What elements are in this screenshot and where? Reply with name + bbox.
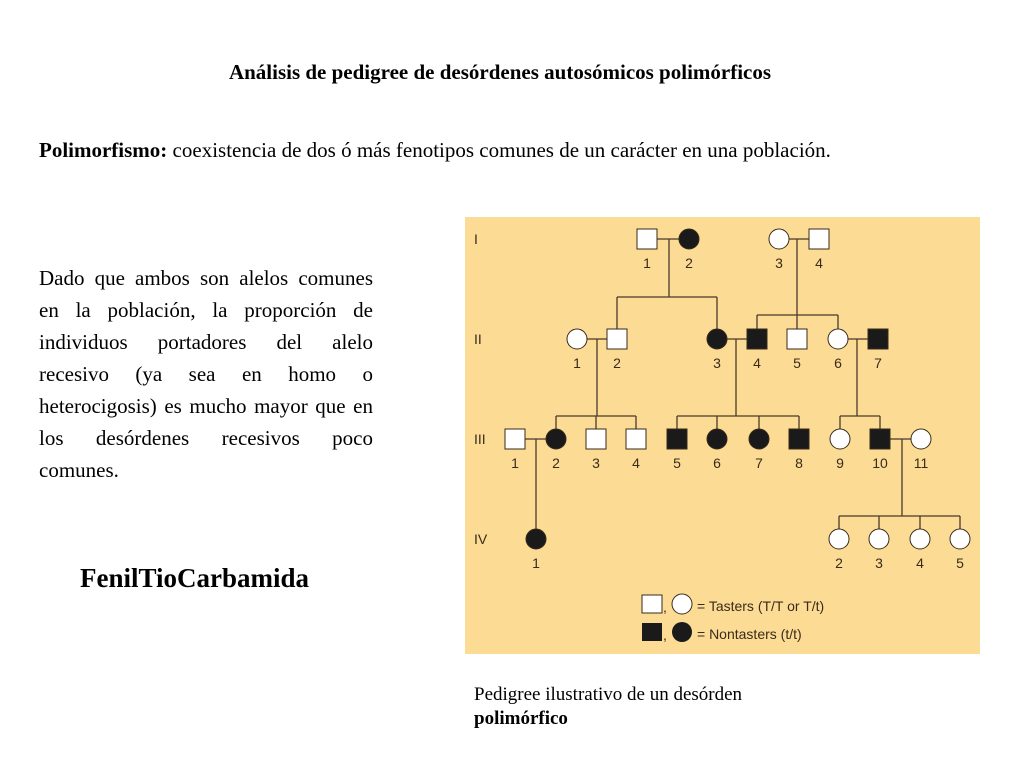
- legend-open-square-icon: [641, 594, 663, 614]
- generation-label-I: I: [474, 231, 478, 247]
- female-circle-icon: [566, 328, 588, 350]
- legend-nontasters: = Nontasters (t/t): [697, 626, 802, 642]
- male-square-icon: [504, 428, 526, 450]
- individual-label: 2: [613, 355, 621, 371]
- individual-label: 1: [573, 355, 581, 371]
- individual-label: 7: [755, 455, 763, 471]
- individual-label: 3: [713, 355, 721, 371]
- female-circle-icon: [706, 328, 728, 350]
- individual-label: 5: [956, 555, 964, 571]
- caption-line2: polimórfico: [474, 708, 568, 729]
- male-square-icon: [867, 328, 889, 350]
- generation-label-IV: IV: [474, 531, 488, 547]
- male-square-icon: [746, 328, 768, 350]
- body-paragraph: Dado que ambos son alelos comunes en la …: [39, 266, 373, 482]
- female-circle-icon: [827, 328, 849, 350]
- legend-open-circle-icon: [671, 593, 693, 615]
- female-circle-icon: [706, 428, 728, 450]
- female-circle-icon: [909, 528, 931, 550]
- individual-label: 8: [795, 455, 803, 471]
- generation-label-III: III: [474, 431, 486, 447]
- legend-comma: ,: [663, 627, 667, 643]
- male-square-icon: [788, 428, 810, 450]
- male-square-icon: [786, 328, 808, 350]
- definition: Polimorfismo: coexistencia de dos ó más …: [39, 135, 945, 165]
- legend-filled-square-icon: [642, 623, 662, 641]
- female-circle-icon: [545, 428, 567, 450]
- individual-label: 3: [775, 255, 783, 271]
- individual-label: 4: [815, 255, 823, 271]
- individual-label: 10: [872, 455, 888, 471]
- individual-label: 5: [793, 355, 801, 371]
- slide-title: Análisis de pedigree de desórdenes autos…: [228, 60, 772, 84]
- individual-label: 2: [685, 255, 693, 271]
- individual-label: 3: [592, 455, 600, 471]
- female-circle-icon: [748, 428, 770, 450]
- individual-label: 9: [836, 455, 844, 471]
- individual-label: 4: [632, 455, 640, 471]
- individual-label: 7: [874, 355, 882, 371]
- individual-label: 11: [914, 455, 929, 471]
- individual-label: 2: [835, 555, 843, 571]
- individual-label: 6: [834, 355, 842, 371]
- legend-comma: ,: [663, 599, 667, 615]
- individual-label: 1: [532, 555, 540, 571]
- female-circle-icon: [828, 528, 850, 550]
- individual-label: 2: [552, 455, 560, 471]
- individual-label: 1: [511, 455, 519, 471]
- female-circle-icon: [910, 428, 932, 450]
- female-circle-icon: [678, 228, 700, 250]
- individual-label: 5: [673, 455, 681, 471]
- individual-label: 3: [875, 555, 883, 571]
- definition-text: coexistencia de dos ó más fenotipos comu…: [167, 138, 831, 162]
- legend-filled-circle-icon: [672, 622, 692, 642]
- male-square-icon: [606, 328, 628, 350]
- figure-caption: Pedigree ilustrativo de un desórden poli…: [474, 683, 742, 731]
- individual-label: 4: [916, 555, 924, 571]
- female-circle-icon: [829, 428, 851, 450]
- definition-term: Polimorfismo:: [39, 138, 168, 162]
- generation-label-II: II: [474, 331, 482, 347]
- compound-name: FenilTioCarbamida: [80, 563, 310, 593]
- female-circle-icon: [525, 528, 547, 550]
- male-square-icon: [625, 428, 647, 450]
- female-circle-icon: [949, 528, 971, 550]
- individual-label: 4: [753, 355, 761, 371]
- male-square-icon: [636, 228, 658, 250]
- caption-line1: Pedigree ilustrativo de un desórden: [474, 684, 743, 705]
- male-square-icon: [869, 428, 891, 450]
- female-circle-icon: [868, 528, 890, 550]
- male-square-icon: [666, 428, 688, 450]
- male-square-icon: [808, 228, 830, 250]
- male-square-icon: [585, 428, 607, 450]
- legend-tasters: = Tasters (T/T or T/t): [697, 598, 824, 614]
- individual-label: 1: [643, 255, 651, 271]
- individual-label: 6: [713, 455, 721, 471]
- female-circle-icon: [768, 228, 790, 250]
